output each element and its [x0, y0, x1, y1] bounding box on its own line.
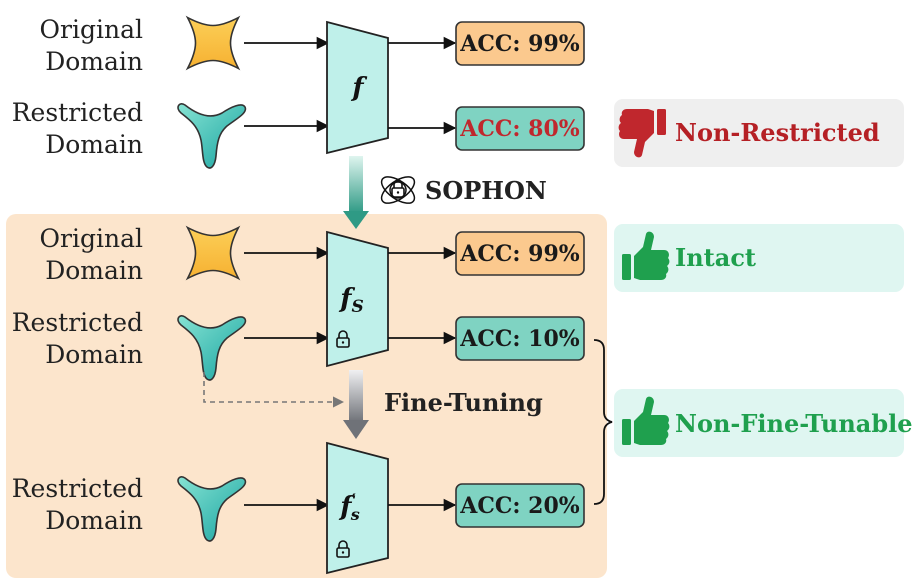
model-f: f	[326, 20, 389, 155]
fine-tuning-dashed-arrow	[203, 372, 345, 408]
model-fs-label: fS	[338, 284, 363, 317]
row4-label: Restricted Domain	[12, 308, 143, 369]
label-restricted-2: Domain	[45, 340, 143, 369]
acc-value-5: ACC: 20%	[459, 493, 579, 519]
acc-box-3: ACC: 99%	[455, 231, 585, 276]
row1-label: Original Domain	[40, 15, 143, 76]
model-fps: f′s	[326, 441, 389, 575]
acc-box-1: ACC: 99%	[455, 21, 585, 66]
label-restricted-1: Restricted	[12, 308, 143, 337]
output-arrows	[388, 36, 457, 512]
sophon-arrow	[343, 156, 369, 229]
label-restricted-1: Restricted	[12, 474, 143, 503]
acc-box-5: ACC: 20%	[455, 483, 585, 528]
fine-tuning-arrow	[343, 370, 369, 439]
model-fps-label: f′s	[338, 490, 359, 524]
label-original-2: Domain	[45, 47, 143, 76]
acc-value-2: ACC: 80%	[459, 116, 579, 142]
label-original-2: Domain	[45, 256, 143, 285]
label-restricted-2: Domain	[45, 130, 143, 159]
acc-value-3: ACC: 99%	[459, 241, 579, 267]
y-shape-icon	[177, 103, 247, 169]
label-original-1: Original	[40, 224, 143, 253]
result-non-fine-tunable: Non-Fine-Tunable	[614, 389, 913, 457]
sophon-logo-icon	[380, 176, 416, 204]
acc-box-4: ACC: 10%	[455, 316, 585, 361]
fine-tuning-label: Fine-Tuning	[384, 388, 543, 417]
label-restricted-2: Domain	[45, 506, 143, 535]
result-non-restricted-label: Non-Restricted	[675, 118, 880, 147]
acc-value-4: ACC: 10%	[459, 326, 579, 352]
sophon-label: SOPHON	[425, 176, 547, 205]
result-non-fine-tunable-label: Non-Fine-Tunable	[675, 409, 913, 438]
row2-label: Restricted Domain	[12, 98, 143, 159]
input-arrows	[244, 36, 330, 512]
row5-label: Restricted Domain	[12, 474, 143, 535]
acc-value-1: ACC: 99%	[459, 31, 579, 57]
label-restricted-1: Restricted	[12, 98, 143, 127]
model-fs: fS	[326, 230, 389, 368]
result-non-restricted: Non-Restricted	[614, 99, 904, 167]
x-shape-icon	[161, 0, 265, 95]
result-brace	[593, 339, 613, 505]
acc-box-2: ACC: 80%	[455, 106, 585, 151]
result-intact-label: Intact	[675, 243, 756, 272]
row3-label: Original Domain	[40, 224, 143, 285]
model-f-label: f	[350, 73, 367, 103]
sophon-step: SOPHON	[380, 176, 547, 205]
label-original-1: Original	[40, 15, 143, 44]
result-intact: Intact	[614, 224, 904, 292]
